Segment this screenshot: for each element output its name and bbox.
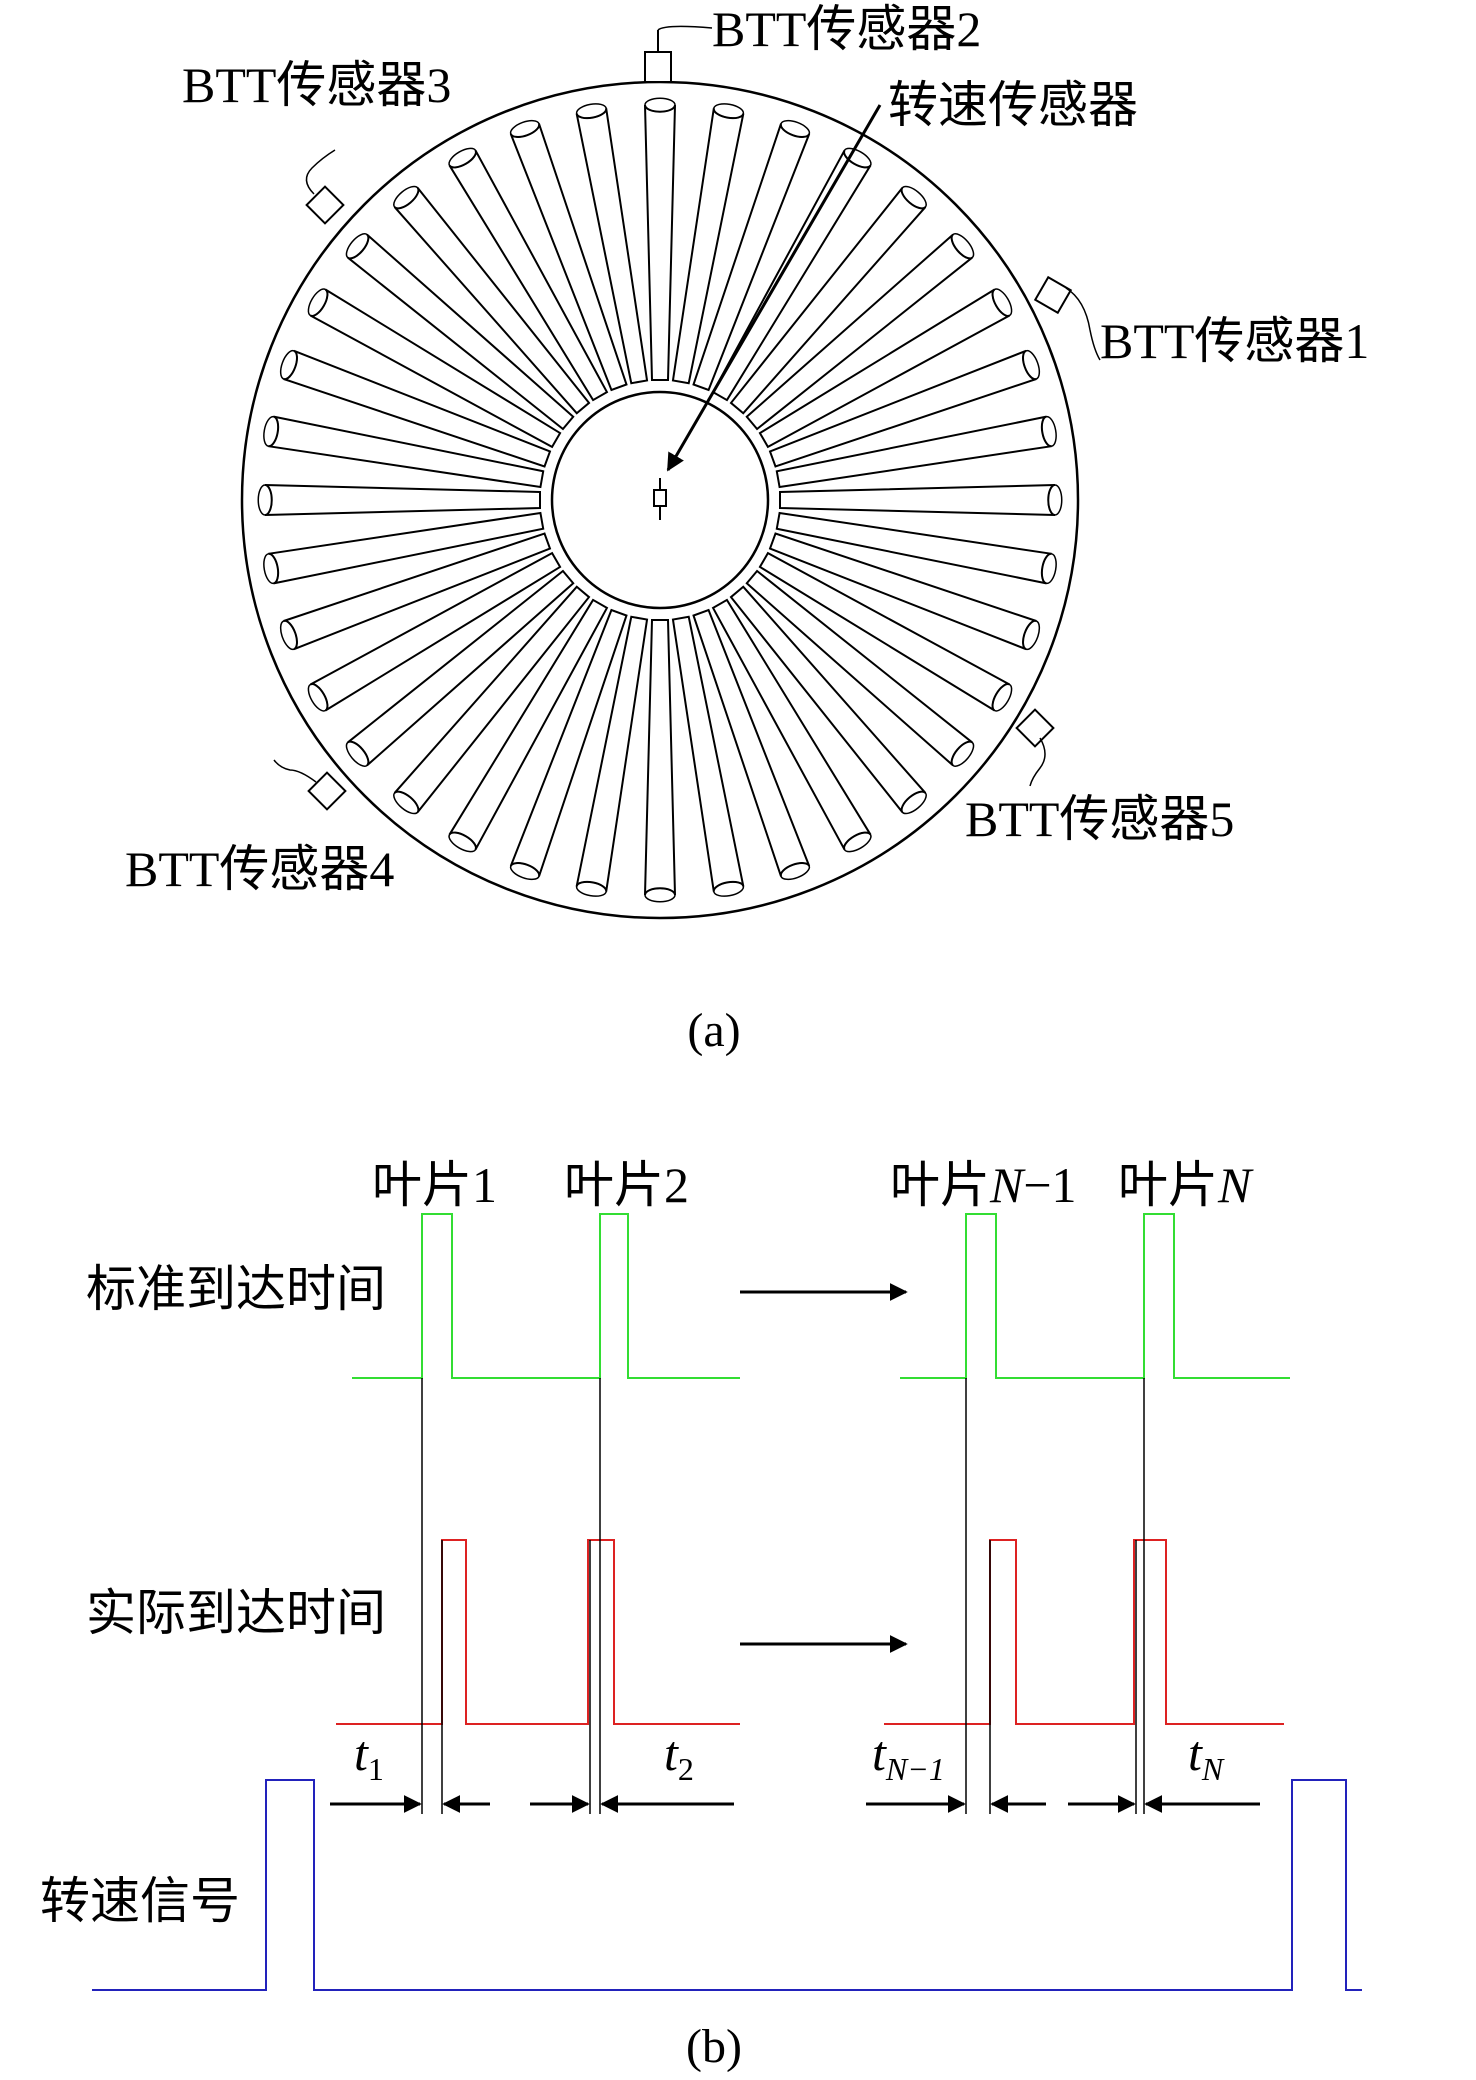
row-label-actual: 实际到达时间 (86, 1585, 386, 1641)
reference-lines (421, 1378, 1145, 1814)
blade-tip (843, 147, 872, 169)
blade-tip (279, 620, 298, 651)
blade-tip (345, 233, 370, 260)
btt-sensor-1-icon (1033, 275, 1101, 361)
blade-tip (950, 740, 975, 767)
blade-tip (307, 683, 329, 712)
speed-signal (92, 1779, 1362, 1991)
blade-tip (1047, 484, 1063, 516)
blade-tip (1041, 415, 1057, 447)
blade-2-label: 叶片2 (564, 1157, 689, 1213)
blade-tip (780, 119, 811, 138)
blade-tip (843, 831, 872, 853)
blade-tip (1022, 349, 1041, 380)
blade-tip (509, 119, 540, 138)
btt-sensor-1-label: BTT传感器1 (1100, 313, 1369, 369)
btt-sensor-2-label: BTT传感器2 (712, 1, 981, 57)
blade-tip (393, 790, 420, 815)
actual-arrival-signal-left (336, 1539, 740, 1725)
btt-sensor-5-icon (1015, 708, 1055, 787)
blade-tip (950, 233, 975, 260)
blade-tip (263, 553, 279, 585)
btt-sensor-3-label: BTT传感器3 (182, 57, 451, 113)
blade-tip (1041, 553, 1057, 585)
delta-tn-label: tN (1188, 1725, 1225, 1787)
btt-sensor-3-icon (305, 149, 345, 225)
blade-tip (257, 484, 273, 516)
blade-tip (448, 147, 477, 169)
blade-group (257, 97, 1063, 903)
panel-b: 叶片1 叶片2 叶片N−1 叶片N 标准到达时间 实际到达时间 转速信号 (40, 1157, 1362, 2073)
speed-sensor-icon (653, 478, 667, 520)
actual-arrival-signal-right (884, 1539, 1284, 1725)
blade-tip (575, 103, 607, 119)
row-label-standard: 标准到达时间 (86, 1261, 386, 1317)
blade-tip (780, 862, 811, 881)
blade-tip (900, 790, 927, 815)
blade-tip (575, 881, 607, 897)
blade-n-minus-1-label: 叶片N−1 (890, 1157, 1077, 1213)
blade-n-label: 叶片N (1118, 1157, 1254, 1213)
delta-t2-label: t2 (664, 1725, 694, 1787)
btt-sensor-4-icon (273, 759, 347, 811)
blade-tip (279, 349, 298, 380)
standard-arrival-signal-right (900, 1213, 1290, 1379)
caption-a: (a) (687, 1004, 740, 1057)
blade-tip (1022, 620, 1041, 651)
blade-tip (345, 740, 370, 767)
btt-sensor-2-icon (644, 25, 713, 83)
delta-t1-label: t1 (354, 1725, 384, 1787)
blade-tip (991, 683, 1013, 712)
blade-tip (900, 185, 927, 210)
blade-tip (448, 831, 477, 853)
standard-arrival-signal-left (352, 1213, 740, 1379)
blade-tip (644, 887, 676, 903)
panel-a: 转速传感器 BTT传感器2 BTT传感器3 BTT传感器1 BTT传感器4 (125, 1, 1369, 1057)
blade-tip (991, 288, 1013, 317)
row-label-speed: 转速信号 (40, 1873, 240, 1929)
blade-tip (263, 415, 279, 447)
btt-sensor-4-label: BTT传感器4 (125, 841, 394, 897)
blade-tip (713, 103, 745, 119)
blade-tip (713, 881, 745, 897)
blade-tip (307, 288, 329, 317)
delta-tn1-label: tN−1 (872, 1725, 945, 1787)
btt-sensor-5-label: BTT传感器5 (965, 791, 1234, 847)
speed-sensor-label: 转速传感器 (888, 77, 1138, 133)
caption-b: (b) (686, 2020, 742, 2073)
blade-1-label: 叶片1 (372, 1157, 497, 1213)
blade-tip (393, 185, 420, 210)
blade-tip (644, 97, 676, 113)
speed-sensor-pointer (666, 104, 882, 472)
blade-tip (509, 862, 540, 881)
